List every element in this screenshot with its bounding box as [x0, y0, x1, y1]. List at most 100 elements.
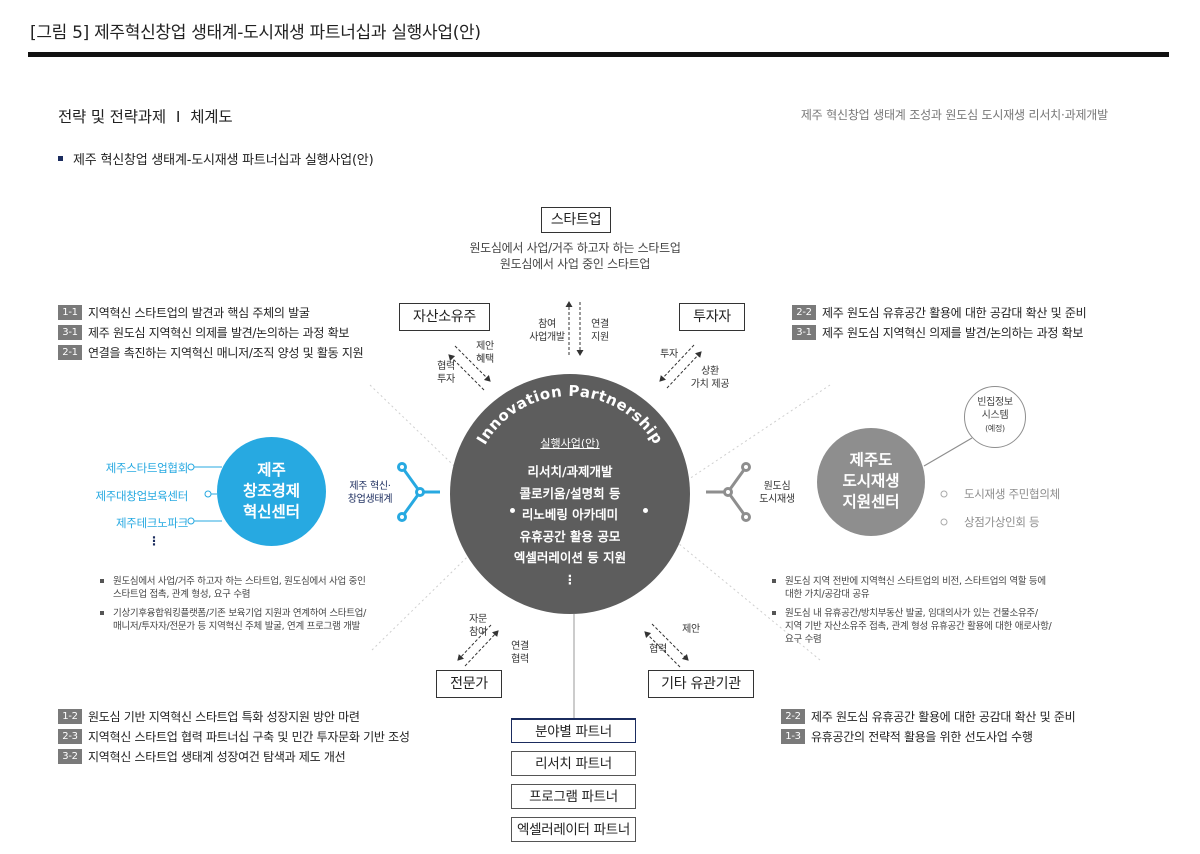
task-text: 지역혁신 스타트업 협력 파트너십 구축 및 민간 투자문화 기반 조성 [88, 729, 410, 744]
task-row: 1-2 원도심 기반 지역혁신 스타트업 특화 성장지원 방안 마련 [58, 706, 410, 726]
tasks-bottom-left: 1-2 원도심 기반 지역혁신 스타트업 특화 성장지원 방안 마련 2-3 지역혁… [58, 706, 410, 766]
arrow-label: 연결 [511, 641, 529, 652]
section-subtitle: 체계도 [190, 108, 233, 126]
left-member-list: 제주스타트업협회 제주대창업보육센터 제주테크노파크 [95, 455, 188, 538]
startup-box: 스타트업 [541, 207, 611, 233]
action-item: 콜로키움/설명회 등 [519, 485, 621, 501]
startup-description: 원도심에서 사업/거주 하고자 하는 스타트업 원도심에서 사업 중인 스타트업 [440, 240, 710, 272]
arrow-label: 사업개발 [529, 332, 565, 343]
other-org-outer-label: 제안 [676, 623, 706, 636]
startup-desc-line: 원도심에서 사업/거주 하고자 하는 스타트업 [469, 241, 681, 255]
action-plan-heading: 실행사업(안) [540, 437, 600, 450]
center-title-line: 혁신센터 [242, 503, 301, 521]
more-icon: ⋮ [563, 571, 577, 587]
section-separator: I [175, 108, 181, 126]
other-org-box: 기타 유관기관 [648, 670, 754, 698]
partner-box-accelerator: 엑셀러레이터 파트너 [511, 817, 636, 842]
task-text: 연결을 촉진하는 지역혁신 매니저/조직 양성 및 활동 지원 [88, 345, 364, 360]
task-text: 원도심 기반 지역혁신 스타트업 특화 성장지원 방안 마련 [88, 709, 360, 724]
note-line: 원도심 내 유휴공간/방치부동산 발굴, 임대의사가 있는 건물소유주/ [785, 608, 1038, 619]
expert-outer-label: 자문 참여 [463, 613, 493, 639]
center-title-line: 제주 [257, 461, 286, 479]
task-row: 3-2 지역혁신 스타트업 생태계 성장여건 탐색과 제도 개선 [58, 746, 410, 766]
task-text: 제주 원도심 유휴공간 활용에 대한 공감대 확산 및 준비 [811, 709, 1076, 724]
note-line: 지역 기반 자산소유주 접촉, 관계 형성 유휴공간 활용에 대한 애로사항/ [785, 621, 1052, 632]
left-member-dot-3 [187, 517, 195, 525]
right-link-label: 원도심 도시재생 [752, 480, 802, 506]
jeju-creative-economy-center: 제주 창조경제 혁신센터 [217, 437, 326, 546]
note-line: 원도심 지역 전반에 지역혁신 스타트업의 비전, 스타트업의 역할 등에 [785, 576, 1046, 587]
asset-owner-inner-label: 제안 혜택 [470, 340, 500, 366]
arrow-label: 협력 [437, 361, 455, 372]
note-line: 매니저/투자자/전문가 등 지역혁신 주체 발굴, 연계 프로그램 개발 [113, 621, 361, 632]
arrow-label: 연결 [591, 319, 609, 330]
arrow-label: 가치 제공 [690, 379, 730, 390]
dot-icon [643, 508, 648, 513]
center-title-line: 도시재생 [842, 472, 900, 490]
guide-line-bottom-right [649, 519, 821, 661]
note-item: 원도심 내 유휴공간/방치부동산 발굴, 임대의사가 있는 건물소유주/지역 기… [772, 607, 1112, 646]
note-line: 요구 수렴 [785, 634, 822, 645]
bullet-dot-icon [100, 579, 104, 583]
investor-inner-label: 투자 [655, 348, 683, 361]
task-code: 3-1 [58, 324, 82, 340]
task-code: 1-3 [781, 728, 805, 744]
figure-title: [그림 5] 제주혁신창업 생태계-도시재생 파트너십과 실행사업(안) [30, 23, 481, 43]
link-label-line: 제주 혁신· [349, 481, 391, 492]
arc-title-svg: Innovation Partnership [473, 382, 667, 448]
action-item: 유휴공간 활용 공모 [519, 528, 621, 544]
vacancy-line: 빈집정보 [977, 397, 1013, 408]
link-label-line: 도시재생 [759, 494, 795, 505]
bullet-square-icon [58, 156, 63, 161]
task-row: 3-1 제주 원도심 지역혁신 의제를 발견/논의하는 과정 확보 [792, 322, 1086, 342]
task-text: 제주 원도심 지역혁신 의제를 발견/논의하는 과정 확보 [822, 325, 1084, 340]
left-member: 제주테크노파크 [116, 516, 188, 530]
link-label-line: 원도심 [763, 481, 791, 492]
note-line: 스타트업 접촉, 관계 형성, 요구 수렴 [113, 589, 251, 600]
other-org-inner-label: 협력 [643, 643, 673, 656]
task-text: 유휴공간의 전략적 활용을 위한 선도사업 수행 [811, 729, 1033, 744]
bullet-dot-icon [100, 611, 104, 615]
arrow-label: 제안 [682, 624, 700, 635]
note-line: 원도심에서 사업/거주 하고자 하는 스타트업, 원도심에서 사업 중인 [113, 576, 366, 587]
section-title-text: 전략 및 전략과제 [58, 108, 166, 126]
diagram-subtitle-text: 제주 혁신창업 생태계-도시재생 파트너십과 실행사업(안) [73, 153, 374, 168]
arrow-label: 투자 [660, 349, 678, 360]
note-line: 대한 가치/공감대 공유 [785, 589, 870, 600]
title-rule [28, 52, 1169, 57]
report-title: 제주 혁신창업 생태계 조성과 원도심 도시재생 리서치·과제개발 [800, 108, 1108, 122]
arrow-label: 상환 [701, 366, 719, 377]
asset-owner-outer-label: 협력 투자 [431, 360, 461, 386]
vacancy-connector-line [923, 437, 973, 467]
left-link-label: 제주 혁신· 창업생태계 [338, 480, 402, 506]
right-member: 도시재생 주민협의체 [964, 487, 1060, 501]
startup-arrow-left-label: 참여 사업개발 [525, 318, 569, 344]
action-item: 엑셀러레이션 등 지원 [513, 550, 627, 565]
left-member: 제주대창업보육센터 [95, 488, 188, 503]
right-member-list: 도시재생 주민협의체 상점가상인회 등 [964, 481, 1060, 536]
note-line: 기상기후융합워킹플랫폼/기존 보육기업 지원과 연계하여 스타트업/ [113, 608, 367, 619]
diagram-subtitle: 제주 혁신창업 생태계-도시재생 파트너십과 실행사업(안) [58, 149, 374, 168]
center-title-line: 창조경제 [242, 482, 301, 500]
task-code: 2-2 [792, 304, 816, 320]
arrow-label: 지원 [591, 332, 609, 343]
task-code: 3-1 [792, 324, 816, 340]
action-plan-list: 리서치/과제개발 콜로키움/설명회 등 리노베링 아카데미 유휴공간 활용 공모… [450, 461, 690, 590]
partner-box-research: 리서치 파트너 [511, 751, 636, 776]
task-text: 제주 원도심 지역혁신 의제를 발견/논의하는 과정 확보 [88, 325, 350, 340]
member-dot-1 [940, 490, 948, 498]
jeju-urban-regeneration-center: 제주도 도시재생 지원센터 [817, 428, 925, 536]
task-code: 2-3 [58, 728, 82, 744]
task-code: 1-2 [58, 708, 82, 724]
task-text: 지역혁신 스타트업 생태계 성장여건 탐색과 제도 개선 [88, 749, 346, 764]
bullet-dot-icon [772, 611, 776, 615]
task-code: 3-2 [58, 748, 82, 764]
